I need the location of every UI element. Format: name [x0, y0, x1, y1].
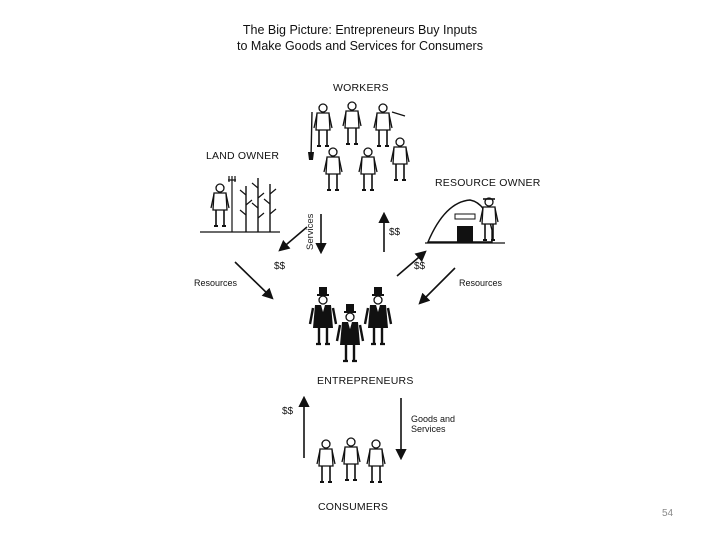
- money-to-land-owner-arrow: [280, 227, 307, 250]
- resources-from-land-arrow: [235, 262, 272, 298]
- resource-owner-illustration: [425, 198, 505, 243]
- entrepreneurs-illustration: [310, 287, 391, 361]
- land-owner-illustration: [200, 176, 280, 232]
- resources-from-resource-owner-arrow: [420, 268, 455, 303]
- page-number: 54: [662, 508, 673, 519]
- money-to-resource-owner-arrow: [397, 252, 425, 276]
- workers-illustration: [308, 102, 409, 190]
- consumers-illustration: [317, 438, 385, 482]
